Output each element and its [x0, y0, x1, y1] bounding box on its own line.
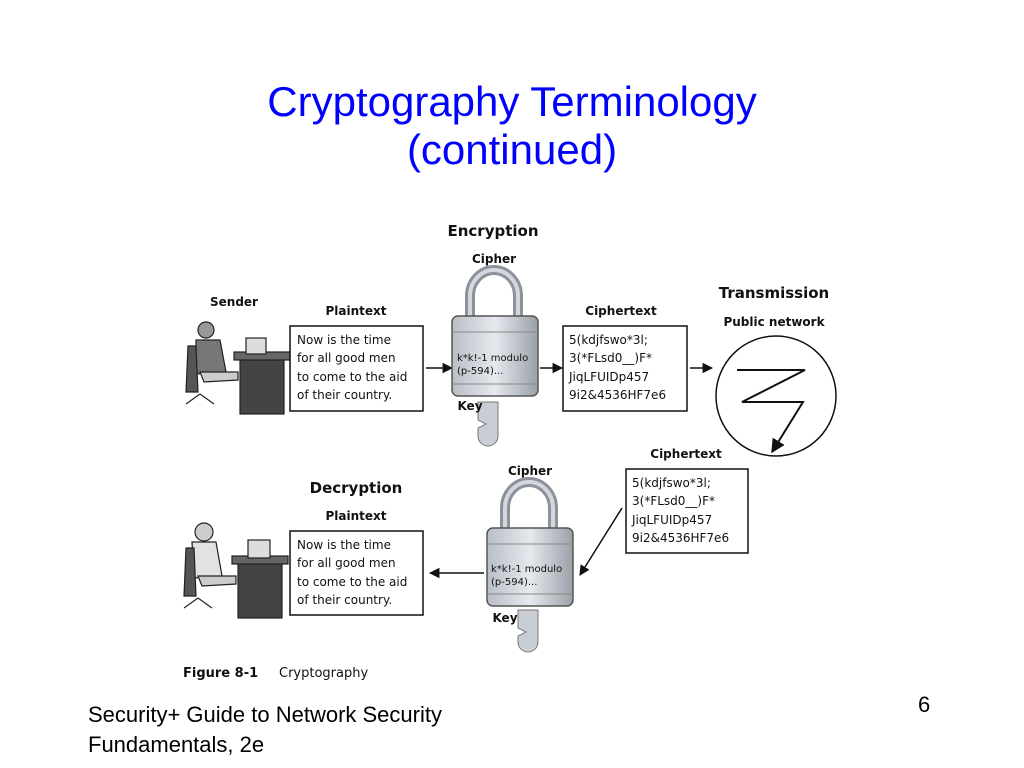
receiver-person-icon	[183, 522, 289, 619]
dec-key-label: Key	[492, 611, 517, 625]
footer-line-2: Fundamentals, 2e	[88, 732, 265, 757]
enc-ciphertext-line-2: 3(*FLsd0__)F*	[569, 351, 652, 365]
dec-plaintext-label: Plaintext	[325, 509, 386, 523]
enc-plaintext-line-2: for all good men	[297, 351, 396, 365]
dec-ciphertext-line-1: 5(kdjfswo*3l;	[632, 476, 711, 490]
enc-ciphertext-line-3: JiqLFUIDp457	[568, 370, 649, 384]
enc-plaintext-line-4: of their country.	[297, 388, 392, 402]
dec-ciphertext-line-4: 9i2&4536HF7e6	[632, 531, 729, 545]
enc-plaintext-line-1: Now is the time	[297, 333, 391, 347]
dec-ciphertext-line-2: 3(*FLsd0__)F*	[632, 494, 715, 508]
dec-ciphertext-label: Ciphertext	[650, 447, 722, 461]
decryption-heading: Decryption	[310, 479, 403, 497]
footer-line-1: Security+ Guide to Network Security	[88, 702, 442, 727]
enc-plaintext-box	[289, 325, 424, 412]
page-number: 6	[918, 692, 931, 717]
figure-caption-text: Cryptography	[279, 666, 368, 681]
enc-key-label: Key	[457, 399, 482, 413]
enc-cipher-label: Cipher	[472, 252, 516, 266]
dec-ciphertext-line-3: JiqLFUIDp457	[631, 513, 712, 527]
encryption-heading: Encryption	[447, 222, 538, 240]
title-line-2: (continued)	[406, 126, 618, 173]
sender-label: Sender	[210, 295, 258, 309]
figure-caption-number: Figure 8-1	[183, 666, 258, 681]
sender-person-icon	[185, 321, 291, 415]
dec-ciphertext-box	[625, 468, 749, 554]
transmission-label: Transmission	[719, 284, 829, 302]
dec-cipher-label: Cipher	[508, 464, 552, 478]
slide-footer: Security+ Guide to Network Security Fund…	[88, 700, 608, 760]
enc-lock-text-1: k*k!-1 modulo	[457, 353, 528, 364]
public-network-circle	[715, 335, 837, 457]
enc-ciphertext-box	[562, 325, 688, 412]
public-network-label: Public network	[723, 315, 825, 329]
enc-ciphertext-label: Ciphertext	[585, 304, 657, 318]
arrow-ciphertext-to-dec-cipher	[579, 507, 623, 576]
network-zigzag	[737, 369, 806, 454]
dec-lock-icon	[486, 477, 574, 653]
dec-plaintext-box	[289, 530, 424, 616]
slide-title: Cryptography Terminology (continued)	[0, 78, 1024, 174]
enc-lock-icon	[451, 265, 539, 447]
enc-lock-text-2: (p-594)...	[457, 366, 503, 377]
dec-plaintext-line-4: of their country.	[297, 593, 392, 607]
enc-ciphertext-line-4: 9i2&4536HF7e6	[569, 388, 666, 402]
enc-ciphertext-line-1: 5(kdjfswo*3l;	[569, 333, 648, 347]
dec-plaintext-line-2: for all good men	[297, 556, 396, 570]
title-line-1: Cryptography Terminology	[267, 78, 757, 125]
dec-lock-text-2: (p-594)...	[491, 577, 537, 588]
enc-plaintext-line-3: to come to the aid	[297, 370, 407, 384]
dec-lock-text-1: k*k!-1 modulo	[491, 564, 562, 575]
dec-plaintext-line-1: Now is the time	[297, 538, 391, 552]
enc-plaintext-label: Plaintext	[325, 304, 386, 318]
dec-plaintext-line-3: to come to the aid	[297, 575, 407, 589]
